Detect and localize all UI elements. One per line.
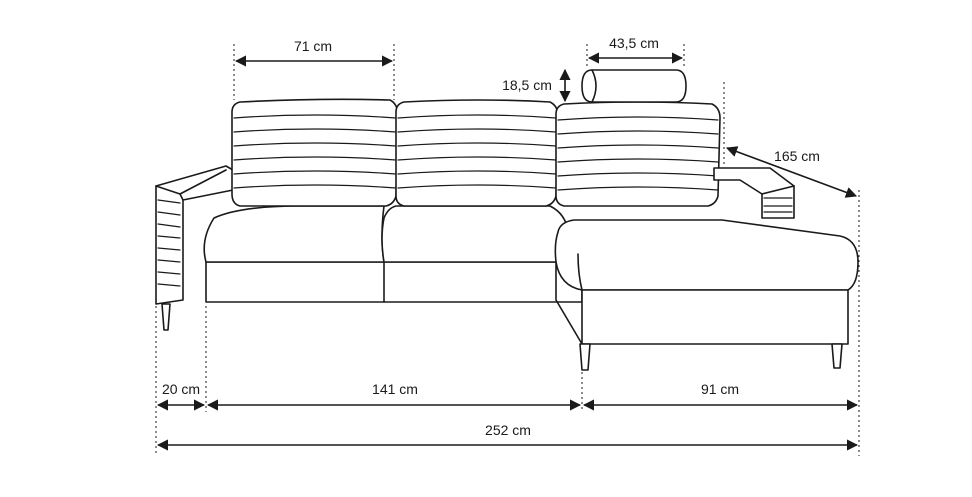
headrest — [581, 69, 687, 103]
dim-arrow-165 — [725, 146, 858, 198]
seat-cushion-left — [203, 205, 385, 263]
label-chaise-width: 91 cm — [701, 381, 739, 397]
chaise-leg-left — [579, 343, 591, 371]
sofa-illustration — [155, 69, 859, 371]
extension-lines — [155, 44, 860, 456]
label-headrest-width: 43,5 cm — [609, 35, 659, 51]
seat-cushion-middle — [381, 205, 569, 263]
chaise-leg-right — [831, 343, 843, 369]
label-chaise-depth: 165 cm — [774, 148, 820, 164]
label-middle-width: 141 cm — [372, 381, 418, 397]
dimension-labels: 71 cm 43,5 cm 18,5 cm 165 cm 20 cm 141 c… — [162, 35, 820, 438]
label-total-width: 252 cm — [485, 422, 531, 438]
label-backrest-width: 71 cm — [294, 38, 332, 54]
dimension-arrows — [156, 52, 859, 451]
seat-base — [205, 261, 583, 303]
back-cushion-left — [231, 98, 399, 207]
chaise-longue — [554, 219, 859, 345]
right-armrest — [713, 167, 795, 219]
label-headrest-height: 18,5 cm — [502, 77, 552, 93]
left-leg — [161, 303, 171, 331]
back-cushion-middle — [395, 99, 559, 207]
left-armrest — [155, 165, 234, 305]
label-armrest-width: 20 cm — [162, 381, 200, 397]
back-cushion-right — [555, 101, 721, 207]
